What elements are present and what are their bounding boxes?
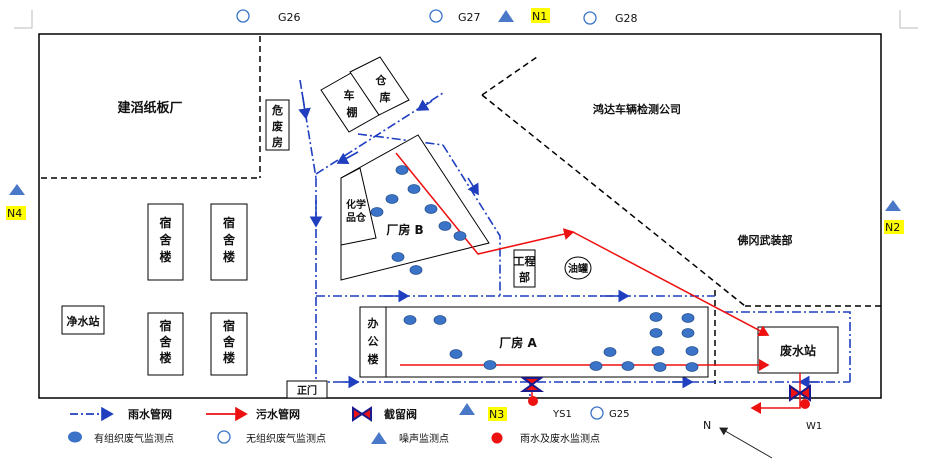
dorm-3: 宿 舍 楼 bbox=[147, 312, 184, 376]
wastewater-station: 废水站 bbox=[757, 326, 839, 374]
vehicle-inspection-label: 鸿达车辆检测公司 bbox=[593, 102, 681, 116]
monitor-n3: N3 bbox=[459, 403, 507, 421]
rain-pipe-arrows bbox=[298, 91, 820, 389]
svg-text:N: N bbox=[703, 419, 711, 432]
svg-text:公: 公 bbox=[368, 335, 379, 348]
svg-text:无组织废气监测点: 无组织废气监测点 bbox=[246, 432, 326, 445]
monitor-n4: N4 bbox=[6, 184, 26, 220]
svg-text:部: 部 bbox=[519, 270, 530, 284]
svg-text:办: 办 bbox=[368, 316, 379, 330]
site-boundary bbox=[38, 33, 882, 399]
svg-text:工程: 工程 bbox=[514, 254, 536, 268]
north-arrow-icon: N bbox=[703, 419, 773, 459]
monitor-g27: G27 bbox=[429, 9, 481, 24]
svg-text:车: 车 bbox=[344, 88, 355, 102]
svg-text:危: 危 bbox=[271, 103, 283, 117]
dorm-2: 宿 舍 楼 bbox=[210, 203, 248, 281]
dorm-1: 宿 舍 楼 bbox=[147, 203, 184, 281]
svg-text:G27: G27 bbox=[458, 11, 481, 24]
main-gate: 正门 bbox=[286, 380, 328, 399]
svg-text:宿: 宿 bbox=[223, 318, 235, 333]
svg-text:库: 库 bbox=[380, 90, 391, 104]
svg-text:厂房 B: 厂房 B bbox=[386, 222, 423, 237]
legend-unorganized-gas: 无组织废气监测点 bbox=[217, 430, 326, 445]
svg-text:仓: 仓 bbox=[375, 73, 388, 87]
monitor-ys1: YS1 bbox=[519, 377, 572, 420]
partition-lines bbox=[41, 36, 881, 384]
svg-text:宿: 宿 bbox=[159, 215, 171, 230]
svg-text:N3: N3 bbox=[489, 408, 504, 421]
chemical-store bbox=[340, 167, 377, 246]
monitor-g26: G26 bbox=[236, 9, 301, 24]
svg-text:废: 废 bbox=[272, 119, 283, 133]
svg-text:楼: 楼 bbox=[223, 249, 235, 264]
svg-text:棚: 棚 bbox=[347, 105, 358, 119]
plant-b: 化学 品仓 厂房 B bbox=[340, 134, 490, 281]
sewage-pipe-network bbox=[395, 152, 801, 414]
legend-organized-gas: 有组织废气监测点 bbox=[68, 431, 174, 445]
dorm-4: 宿 舍 楼 bbox=[210, 312, 248, 376]
svg-text:W1: W1 bbox=[806, 421, 822, 432]
svg-text:N2: N2 bbox=[885, 221, 900, 234]
svg-text:正门: 正门 bbox=[297, 384, 317, 397]
monitor-w1: W1 bbox=[789, 384, 822, 432]
svg-text:N1: N1 bbox=[532, 10, 547, 23]
svg-text:舍: 舍 bbox=[159, 232, 172, 247]
svg-text:楼: 楼 bbox=[159, 350, 171, 365]
hazardous-waste-room: 危 废 房 bbox=[265, 99, 290, 151]
engineering-dept: 工程 部 bbox=[513, 249, 536, 288]
svg-text:房: 房 bbox=[272, 135, 283, 149]
svg-text:舍: 舍 bbox=[223, 334, 236, 349]
svg-text:废水站: 废水站 bbox=[780, 343, 816, 358]
legend-rain-pipe: 雨水管网 bbox=[70, 406, 172, 422]
svg-text:G26: G26 bbox=[278, 11, 301, 24]
svg-text:G25: G25 bbox=[609, 409, 629, 420]
paper-factory-label: 建滔纸板厂 bbox=[117, 100, 182, 116]
armed-forces-label: 佛冈武装部 bbox=[737, 233, 793, 247]
svg-text:截留阀: 截留阀 bbox=[384, 407, 417, 421]
svg-text:雨水管网: 雨水管网 bbox=[128, 407, 172, 421]
svg-text:楼: 楼 bbox=[159, 249, 171, 264]
legend: 雨水管网 污水管网 截留阀 有组织废气监测点 无组织废气监测点 噪声监测点 雨水… bbox=[68, 406, 600, 445]
warehouse: 仓 库 bbox=[349, 56, 410, 116]
svg-text:噪声监测点: 噪声监测点 bbox=[399, 432, 449, 445]
svg-text:油罐: 油罐 bbox=[568, 262, 588, 275]
svg-text:楼: 楼 bbox=[368, 352, 379, 366]
legend-cutoff-valve: 截留阀 bbox=[352, 406, 417, 422]
monitor-n1: N1 bbox=[498, 8, 550, 23]
legend-water-point: 雨水及废水监测点 bbox=[491, 432, 600, 445]
svg-text:楼: 楼 bbox=[223, 350, 235, 365]
svg-text:N4: N4 bbox=[7, 207, 22, 220]
svg-text:舍: 舍 bbox=[223, 232, 236, 247]
svg-text:宿: 宿 bbox=[223, 215, 235, 230]
monitor-n2: N2 bbox=[884, 200, 904, 234]
svg-text:宿: 宿 bbox=[159, 318, 171, 333]
svg-text:化学: 化学 bbox=[346, 198, 366, 211]
monitor-g25: G25 bbox=[590, 406, 629, 420]
svg-text:舍: 舍 bbox=[159, 334, 172, 349]
svg-text:G28: G28 bbox=[615, 12, 638, 25]
oil-tank: 油罐 bbox=[564, 256, 592, 280]
svg-text:有组织废气监测点: 有组织废气监测点 bbox=[94, 432, 174, 445]
monitor-g28: G28 bbox=[583, 11, 638, 25]
svg-text:净水站: 净水站 bbox=[67, 314, 100, 328]
organized-exhaust-points bbox=[370, 165, 699, 372]
legend-sewage-pipe: 污水管网 bbox=[206, 406, 300, 422]
svg-text:YS1: YS1 bbox=[552, 409, 572, 420]
svg-text:厂房 A: 厂房 A bbox=[499, 335, 537, 350]
water-purification-station: 净水站 bbox=[61, 305, 105, 335]
legend-noise: 噪声监测点 bbox=[371, 432, 449, 445]
svg-text:雨水及废水监测点: 雨水及废水监测点 bbox=[520, 432, 600, 445]
svg-text:污水管网: 污水管网 bbox=[256, 407, 300, 421]
office-building bbox=[359, 306, 387, 378]
svg-text:品仓: 品仓 bbox=[346, 211, 367, 224]
